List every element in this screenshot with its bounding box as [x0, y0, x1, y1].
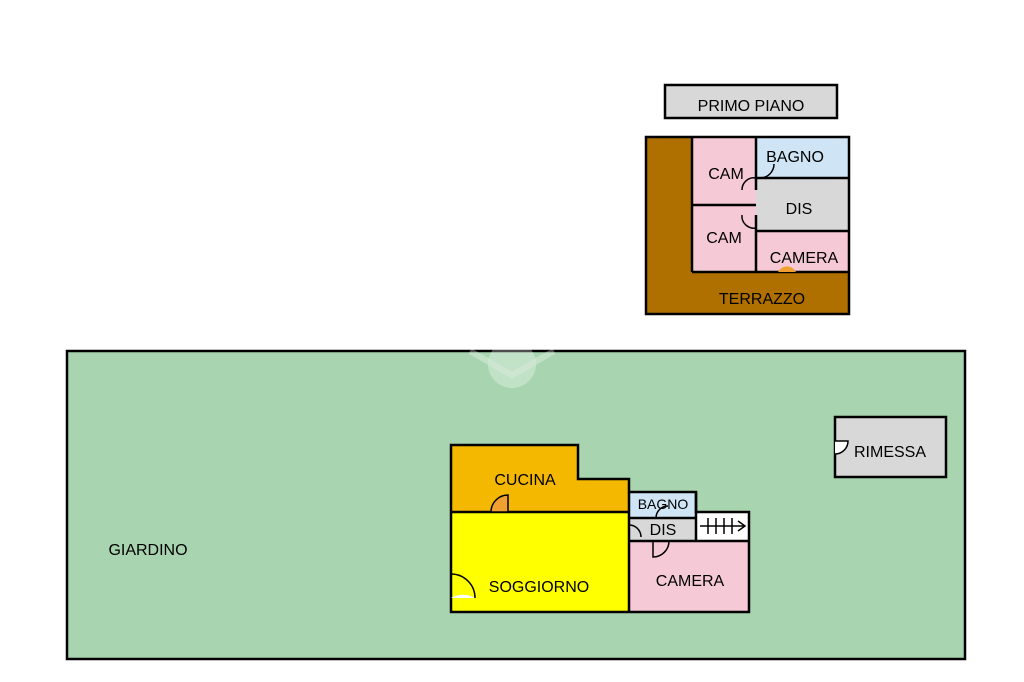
first-floor-title: PRIMO PIANO	[698, 98, 805, 115]
room-cam-bottom	[692, 205, 756, 272]
room-bedroom-lower	[629, 541, 749, 612]
ground-floor-plan: GIARDINO RIMESSA	[65, 340, 967, 661]
room-cam-top	[692, 137, 756, 205]
label-hallway-lower: DIS	[650, 522, 677, 539]
label-cam-top: CAM	[708, 166, 744, 183]
label-bathroom-upper: BAGNO	[766, 149, 824, 166]
label-bedroom-upper: CAMERA	[770, 250, 839, 267]
watermark-logo	[468, 340, 556, 388]
first-floor-title-box: PRIMO PIANO	[663, 83, 839, 120]
room-bedroom-upper	[756, 231, 849, 272]
room-hallway-lower	[629, 518, 696, 541]
room-kitchen	[451, 445, 629, 512]
label-bedroom-lower: CAMERA	[656, 573, 725, 590]
label-hallway-upper: DIS	[786, 201, 813, 218]
room-living	[451, 512, 629, 612]
first-floor-plan: CAM CAM BAGNO DIS CAMERA TERRAZZO	[644, 135, 851, 316]
label-garden: GIARDINO	[108, 542, 187, 559]
room-hallway-upper	[756, 178, 849, 231]
label-shed: RIMESSA	[854, 444, 926, 461]
label-living: SOGGIORNO	[489, 579, 589, 596]
label-terrace: TERRAZZO	[719, 291, 805, 308]
stairs-icon	[700, 518, 747, 534]
label-cam-bottom: CAM	[706, 230, 742, 247]
room-bathroom-lower	[629, 492, 696, 518]
label-bathroom-lower: BAGNO	[638, 496, 689, 512]
label-kitchen: CUCINA	[494, 472, 556, 489]
